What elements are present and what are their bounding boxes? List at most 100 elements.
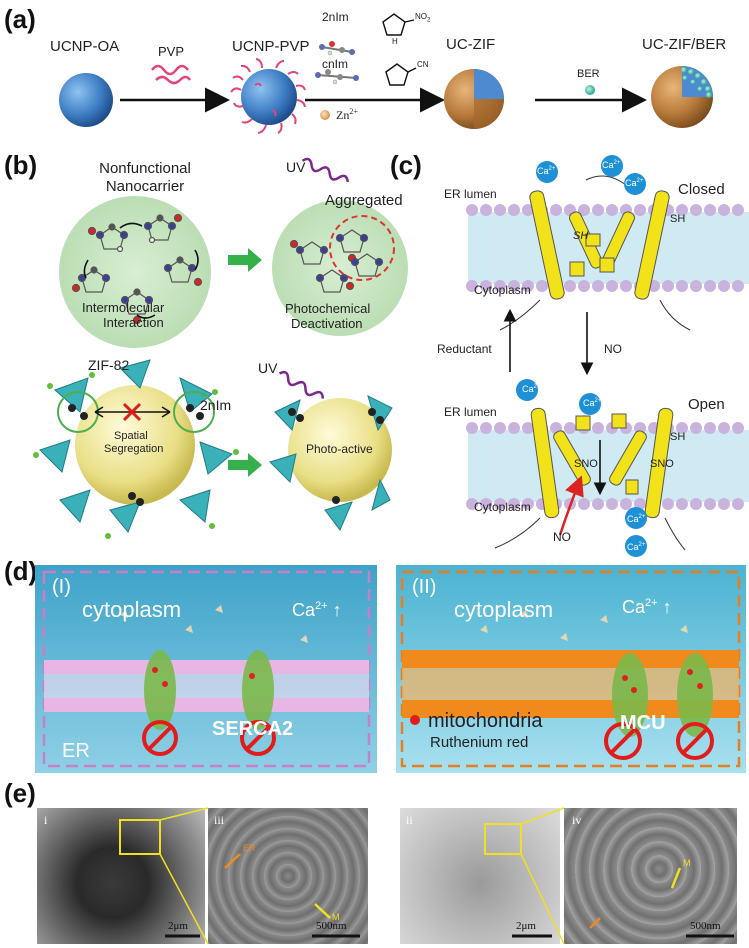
green-arrow-bottom (228, 453, 262, 477)
panel-a-scheme (59, 13, 713, 134)
label-e-i: i (44, 813, 48, 827)
arrow-m-iv-icon (670, 867, 682, 889)
label-serca2: SERCA2 (212, 718, 294, 740)
label-photo-active: Photo-active (306, 442, 373, 456)
panel-label-b: (b) (4, 150, 38, 180)
open-channel-helices (530, 407, 674, 519)
label-scale-iv: 500nm (690, 920, 721, 932)
label-er: ER (62, 740, 90, 762)
closed-channel-helices (529, 190, 670, 300)
label-closed: Closed (678, 181, 725, 198)
label-e-ii: ii (406, 813, 413, 827)
panel-b-scheme (33, 157, 408, 539)
em-image-ii (400, 808, 560, 944)
label-zn: Zn2+ (336, 107, 358, 122)
label-cytoplasm-top: Cytoplasm (474, 283, 531, 297)
em-image-iv (564, 808, 737, 944)
label-ber: BER (577, 68, 600, 80)
inhibit-icon-right (240, 720, 276, 756)
label-reductant: Reductant (437, 342, 492, 356)
panel-label-a: (a) (4, 4, 36, 34)
label-cytoplasm-i: cytoplasm (82, 597, 182, 622)
label-ca-c2: Ca2+ (602, 160, 621, 170)
mcu-channel-left (612, 653, 648, 737)
arrow-er-icon (224, 853, 241, 869)
panel-label-d: (d) (4, 556, 38, 586)
panel-label-e: (e) (4, 778, 36, 808)
uv-wave-top-icon (301, 157, 350, 183)
label-mcu: MCU (620, 712, 666, 734)
label-photochemical: Photochemical (285, 301, 371, 316)
pvp-squiggle-icon (151, 64, 189, 76)
ca-ions-open (516, 379, 647, 557)
label-m-iii: M (332, 912, 340, 922)
label-no2: NO2 (415, 12, 431, 24)
label-2nim-b: 2nIm (200, 397, 232, 413)
label-ca-c7: Ca2+ (627, 542, 646, 552)
label-nanocarrier: Nanocarrier (105, 178, 185, 195)
label-ca-i: Ca2+ ↑ (292, 600, 342, 620)
label-scale-iii: 500nm (316, 920, 347, 932)
label-e-iii: iii (214, 813, 225, 827)
label-sh-right: SH (670, 213, 686, 225)
serca2-channel-left (144, 650, 176, 730)
mcu-channel-right (677, 653, 713, 737)
2nim-highlight-right (173, 391, 215, 433)
arrow-er-iv-icon (589, 917, 601, 929)
label-ucnp-pvp: UCNP-PVP (232, 38, 310, 55)
label-scale-i: 2μm (168, 920, 188, 932)
label-ucnp-oa: UCNP-OA (50, 38, 120, 55)
serca2-channel-right (242, 650, 274, 730)
label-er-tag: ER (243, 843, 256, 853)
uc-zif-sphere (444, 69, 504, 129)
label-ca-c3: Ca2+ (625, 178, 644, 188)
2nim-ball-stick-icon (319, 41, 355, 56)
label-cytoplasm-bottom: Cytoplasm (474, 500, 531, 514)
zif-tetrahedra (39, 359, 233, 533)
label-no-bottom: NO (553, 530, 571, 544)
panel-label-c: (c) (390, 150, 422, 180)
ruthenium-red-dot-icon (410, 715, 420, 725)
label-sh-left: SH (573, 230, 589, 242)
em-image-iii (208, 808, 368, 944)
zoom-box-i (119, 819, 161, 855)
no-red-arrow (558, 475, 584, 536)
2nim-structure-icon (382, 13, 415, 36)
label-sno-right: SNO (650, 458, 674, 470)
label-m-iv: M (683, 858, 691, 868)
photo-active-sphere (288, 398, 392, 502)
cnim-structure-icon (385, 63, 417, 86)
label-h: H (392, 37, 398, 46)
interaction-arrows (83, 222, 199, 319)
inhibit-icon-mcu-right (676, 722, 714, 760)
label-deactivation: Deactivation (291, 316, 363, 331)
label-uv-top: UV (286, 159, 306, 175)
zoom-box-ii (484, 823, 522, 855)
label-no-arrow: NO (604, 342, 622, 356)
label-2nim: 2nIm (322, 10, 349, 24)
label-segregation: Segregation (104, 443, 164, 455)
green-arrow-top (228, 248, 262, 272)
label-spatial: Spatial (114, 430, 148, 442)
label-d-ii: (II) (412, 576, 437, 598)
label-ca-c5: Ca2+ (583, 398, 602, 408)
label-open: Open (688, 396, 725, 413)
ucnp-oa-sphere (59, 73, 113, 127)
label-ca-c6: Ca2+ (627, 514, 646, 524)
label-e-iv: iv (572, 813, 582, 827)
inhibit-icon-left (142, 720, 178, 756)
label-ca-c4: Ca2+ (522, 384, 541, 394)
aggregated-carrier-circle (272, 200, 408, 336)
label-sno-left: SNO (574, 458, 598, 470)
uc-zif-ber-sphere (651, 66, 713, 128)
ucnp-pvp-sphere (230, 58, 306, 134)
label-mitochondria: mitochondria (428, 710, 543, 732)
2nim-molecules-cluster (71, 213, 203, 325)
label-ruthenium-red: Ruthenium red (430, 734, 529, 751)
arrow-m-iii-icon (314, 903, 331, 919)
label-interaction: Interaction (103, 315, 164, 330)
label-uc-zif: UC-ZIF (446, 36, 496, 53)
label-sh-open: SH (670, 431, 686, 443)
er-membrane (44, 660, 369, 712)
label-cytoplasm-ii: cytoplasm (454, 597, 554, 622)
